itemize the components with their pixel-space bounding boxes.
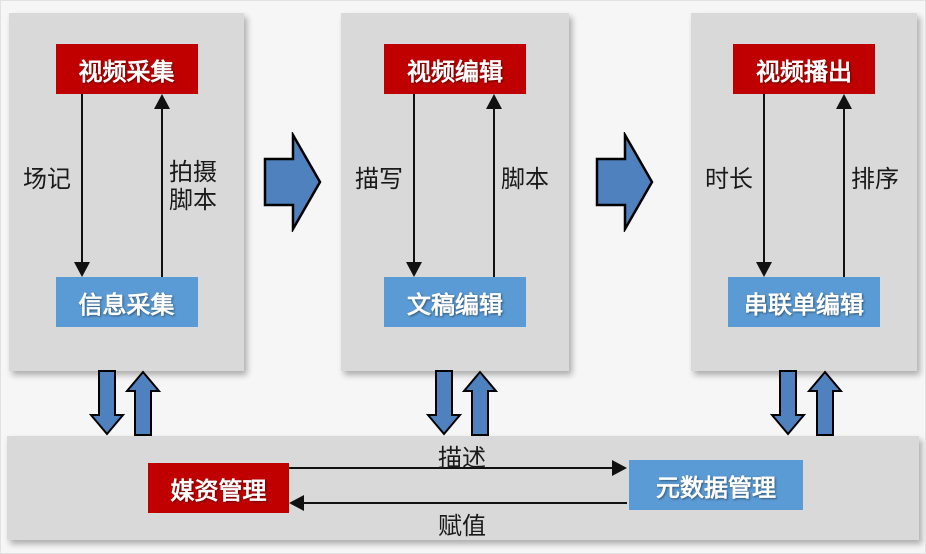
panel-video-edit: 视频编辑 描写 脚本 文稿编辑 <box>341 13 569 371</box>
down-arrow-label: 场记 <box>23 166 71 193</box>
down-arrow-label: 时长 <box>705 166 753 193</box>
node-video-broadcast: 视频播出 <box>733 44 875 94</box>
up-arrow-label: 脚本 <box>501 166 549 193</box>
down-block-arrow-icon <box>426 370 462 436</box>
node-metadata-mgmt: 元数据管理 <box>629 460 803 510</box>
panel-video-broadcast: 视频播出 时长 排序 串联单编辑 <box>691 13 917 371</box>
down-arrow-icon <box>406 94 422 277</box>
down-arrow-icon <box>74 94 90 277</box>
left-arrow-icon <box>289 495 627 511</box>
up-arrow-label: 拍摄 脚本 <box>169 159 217 214</box>
bottom-bar: 媒资管理 元数据管理 描述 赋值 <box>7 436 919 540</box>
node-video-edit: 视频编辑 <box>384 44 526 94</box>
up-arrow-icon <box>154 94 170 277</box>
down-arrow-label: 描写 <box>355 166 403 193</box>
up-block-arrow-icon <box>125 370 161 436</box>
panel-video-capture: 视频采集 场记 拍摄 脚本 信息采集 <box>9 13 244 371</box>
up-block-arrow-icon <box>462 370 498 436</box>
right-block-arrow-icon <box>263 132 322 232</box>
node-media-asset-mgmt: 媒资管理 <box>148 463 289 513</box>
down-block-arrow-icon <box>89 370 125 436</box>
node-script-edit: 文稿编辑 <box>384 277 526 327</box>
assign-arrow-label: 赋值 <box>438 513 486 540</box>
up-arrow-label: 排序 <box>851 166 899 193</box>
node-video-capture: 视频采集 <box>55 44 198 94</box>
describe-arrow-label: 描述 <box>438 445 486 472</box>
up-block-arrow-icon <box>807 370 843 436</box>
right-arrow-icon <box>289 460 627 476</box>
up-arrow-icon <box>836 94 852 277</box>
down-arrow-icon <box>756 94 772 277</box>
node-info-capture: 信息采集 <box>55 277 198 327</box>
right-block-arrow-icon <box>595 132 654 232</box>
node-rundown-edit: 串联单编辑 <box>728 277 880 327</box>
down-block-arrow-icon <box>770 370 806 436</box>
up-arrow-icon <box>486 94 502 277</box>
